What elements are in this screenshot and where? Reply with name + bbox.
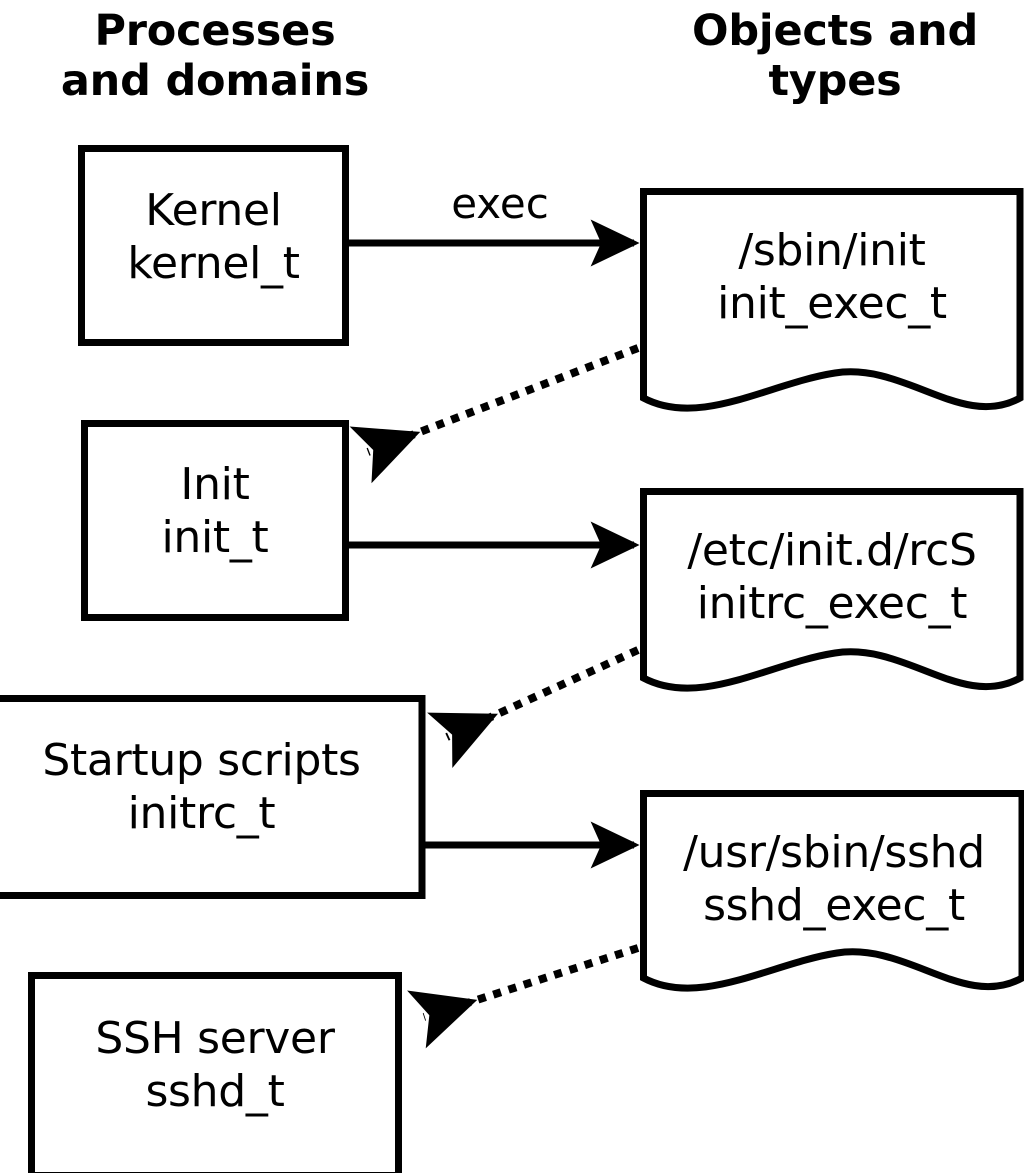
object-label-init-exec: /sbin/init init_exec_t <box>717 225 947 329</box>
process-label-kernel: Kernel kernel_t <box>127 185 300 289</box>
object-label-sshd-exec: /usr/sbin/sshd sshd_exec_t <box>683 827 985 931</box>
object-doc-sshd-exec[interactable] <box>640 790 1024 992</box>
column-header-processes: Processes and domains <box>60 6 370 106</box>
process-label-init: Init init_t <box>161 459 269 563</box>
process-box-sshd[interactable] <box>28 972 402 1173</box>
process-box-initrc[interactable] <box>0 695 426 899</box>
edge-sshd-exec-to-sshd <box>407 944 640 1049</box>
process-box-kernel[interactable] <box>78 145 349 346</box>
process-label-initrc: Startup scripts initrc_t <box>42 735 361 839</box>
object-doc-initrc-exec[interactable] <box>640 488 1024 692</box>
edge-label-exec: exec <box>451 179 549 228</box>
process-box-init[interactable] <box>81 420 349 621</box>
edge-initrc-exec-to-initrc <box>427 646 640 768</box>
process-label-sshd: SSH server sshd_t <box>95 1013 335 1117</box>
object-doc-init-exec[interactable] <box>640 188 1024 412</box>
edge-init-exec-to-init <box>349 344 640 484</box>
column-header-objects: Objects and types <box>691 6 979 106</box>
object-label-initrc-exec: /etc/init.d/rcS initrc_exec_t <box>687 525 977 629</box>
